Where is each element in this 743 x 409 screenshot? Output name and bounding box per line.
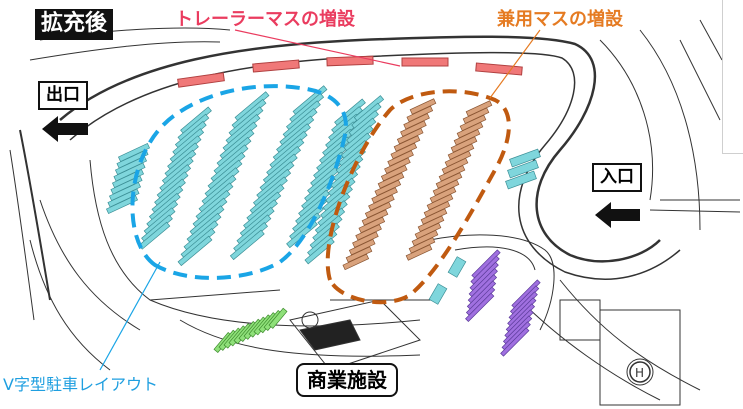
- dual-use-expansion-label: 兼用マスの増設: [497, 9, 623, 30]
- parking-stall: [358, 216, 386, 234]
- svg-text:H: H: [635, 366, 644, 380]
- parking-stall: [345, 246, 373, 263]
- v-layout-stalls: [105, 85, 385, 267]
- parking-stall: [105, 195, 139, 214]
- trailer-stalls: [177, 55, 523, 88]
- v-layout-label: V字型駐車レイアウト: [3, 375, 158, 394]
- parking-stall: [405, 244, 433, 261]
- parking-stall: [342, 253, 370, 271]
- purple-stalls: [465, 249, 541, 357]
- dual-use-highlight: [325, 89, 511, 305]
- parking-stall: [304, 237, 335, 265]
- parking-stall: [400, 120, 427, 137]
- parking-stall: [361, 209, 389, 226]
- parking-stall: [380, 164, 408, 182]
- dual-leader-line: [489, 29, 541, 99]
- parking-stall: [368, 194, 395, 211]
- side-panel: [722, 0, 743, 154]
- trailer-leader-line: [234, 29, 401, 67]
- parking-stall: [352, 231, 379, 248]
- parking-stall: [409, 98, 437, 115]
- page-title: 拡充後: [35, 9, 114, 40]
- left-arrow-icon: [42, 116, 88, 142]
- parking-stall: [500, 327, 530, 357]
- dual-use-stalls: [342, 98, 493, 271]
- parking-stall: [377, 172, 405, 189]
- parking-stall: [384, 157, 411, 174]
- parking-stall: [374, 179, 402, 197]
- exit-label: 出口: [38, 81, 88, 110]
- parking-stall: [387, 150, 414, 167]
- entry-label: 入口: [592, 163, 642, 192]
- parking-stall: [406, 105, 434, 123]
- parking-stall: [390, 142, 418, 160]
- heliport-icon: H: [629, 361, 651, 383]
- left-arrow-icon: [595, 202, 640, 228]
- parking-stall: [393, 135, 421, 152]
- parking-stall: [268, 307, 288, 329]
- facility-label: 商業施設: [296, 363, 398, 397]
- parking-stall: [396, 127, 424, 145]
- parking-stall: [364, 201, 392, 219]
- green-stalls: [213, 307, 288, 354]
- parking-stall: [348, 238, 376, 256]
- cyan-stalls-east: [428, 148, 541, 305]
- parking-stall: [177, 235, 213, 267]
- parking-stall: [229, 229, 265, 261]
- v-layout-leader-line: [99, 261, 161, 371]
- parking-stall: [465, 292, 495, 323]
- parking-stall: [371, 187, 398, 204]
- v-layout-highlight: [130, 84, 348, 280]
- parking-stall: [355, 224, 382, 241]
- trailer-expansion-label: トレーラーマスの増設: [175, 9, 355, 30]
- parking-stall: [403, 113, 430, 130]
